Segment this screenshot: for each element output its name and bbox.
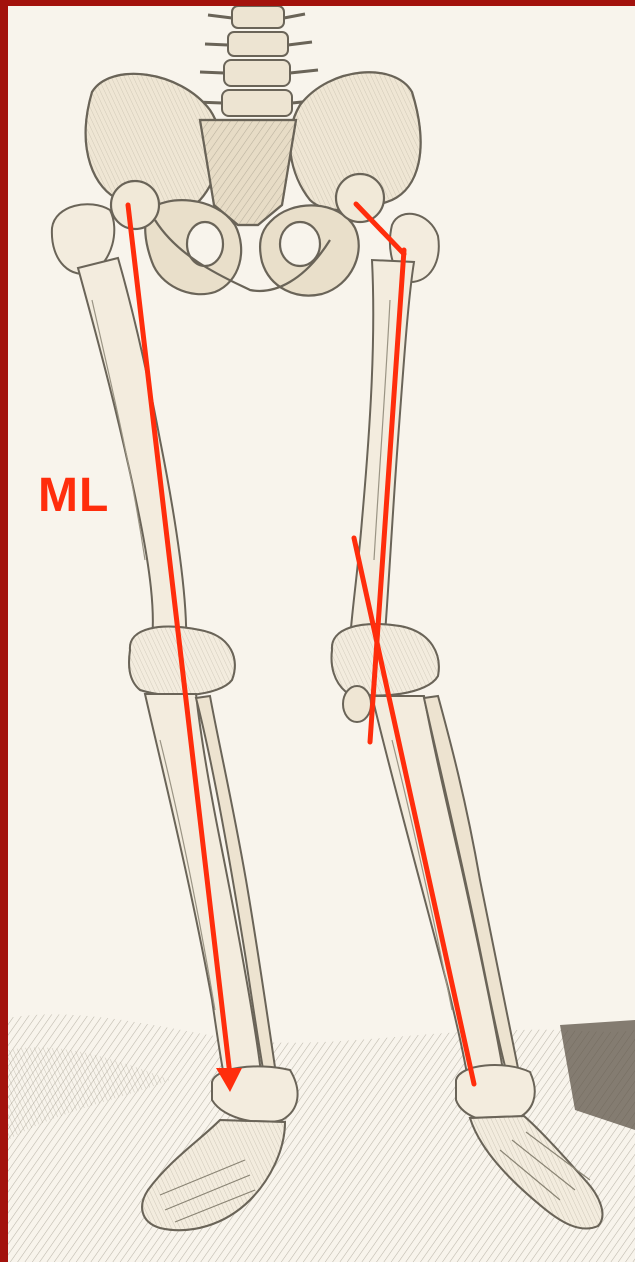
- ml-annotation-label: ML: [38, 468, 109, 524]
- frame-left-border: [0, 0, 8, 1262]
- lumbar-spine: [196, 6, 322, 116]
- frame-top-border: [0, 0, 635, 6]
